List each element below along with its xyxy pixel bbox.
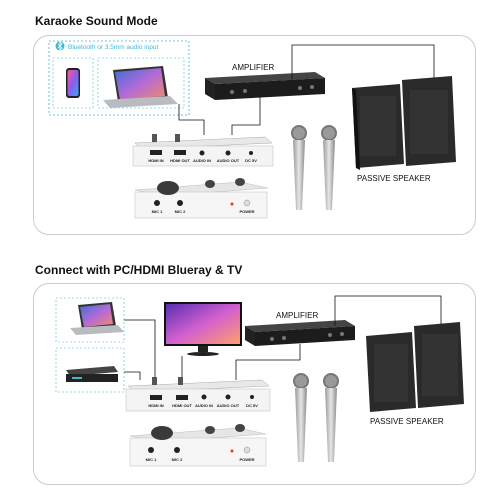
karaoke-device-front <box>134 178 269 219</box>
speaker-label-2: PASSIVE SPEAKER <box>370 417 444 426</box>
port-label: AUDIO IN <box>195 403 213 408</box>
speaker-cable <box>291 44 435 80</box>
bluetooth-note: Bluetooth or 3.5mm audio input <box>48 40 190 116</box>
speaker-icon <box>366 322 464 412</box>
smartphone-icon <box>66 68 80 98</box>
port-label: HDMI IN <box>148 158 163 163</box>
port-label: POWER <box>239 209 254 214</box>
amplifier-label-2: AMPLIFIER <box>276 311 318 320</box>
speaker-icon <box>352 76 456 170</box>
karaoke-device-back <box>132 134 274 167</box>
port-label: MIC 2 <box>175 209 186 214</box>
section1-title: Karaoke Sound Mode <box>35 14 158 28</box>
port-label: MIC 1 <box>152 209 163 214</box>
port-label: HDMI OUT <box>172 403 192 408</box>
power-led <box>230 202 234 206</box>
audio-cable <box>231 95 261 135</box>
microphone-icon <box>291 125 337 210</box>
port-label: HDMI OUT <box>170 158 190 163</box>
laptop-cable <box>178 104 205 135</box>
bluetooth-icon <box>55 41 65 51</box>
laptop-icon <box>103 66 178 108</box>
karaoke-device-front-2 <box>129 424 267 467</box>
microphone-icon <box>293 373 339 462</box>
tv-icon <box>164 302 242 356</box>
karaoke-device-back-2 <box>125 377 271 412</box>
section2-title: Connect with PC/HDMI Blueray & TV <box>35 263 243 277</box>
port-label: AUDIO OUT <box>217 158 240 163</box>
audio-cable-2 <box>235 344 301 380</box>
port-label: DC 5V <box>245 158 257 163</box>
bluray-cable <box>124 371 141 380</box>
bluray-player-icon <box>66 366 118 382</box>
port-label: AUDIO OUT <box>217 403 240 408</box>
bluetooth-note-text: Bluetooth or 3.5mm audio input <box>68 44 159 51</box>
port-label: POWER <box>239 457 254 462</box>
laptop-icon <box>70 302 124 335</box>
amplifier-icon <box>205 72 325 100</box>
speaker-cable-2 <box>334 295 442 326</box>
port-label: AUDIO IN <box>193 158 211 163</box>
laptop-cable-2 <box>124 319 156 378</box>
power-led-2 <box>230 449 234 453</box>
port-label: DC 5V <box>246 403 258 408</box>
speaker-label: PASSIVE SPEAKER <box>357 174 431 183</box>
amplifier-label: AMPLIFIER <box>232 63 274 72</box>
port-label: MIC 1 <box>146 457 157 462</box>
port-label: MIC 2 <box>172 457 183 462</box>
amplifier-icon <box>245 320 355 346</box>
port-label: HDMI IN <box>148 403 163 408</box>
